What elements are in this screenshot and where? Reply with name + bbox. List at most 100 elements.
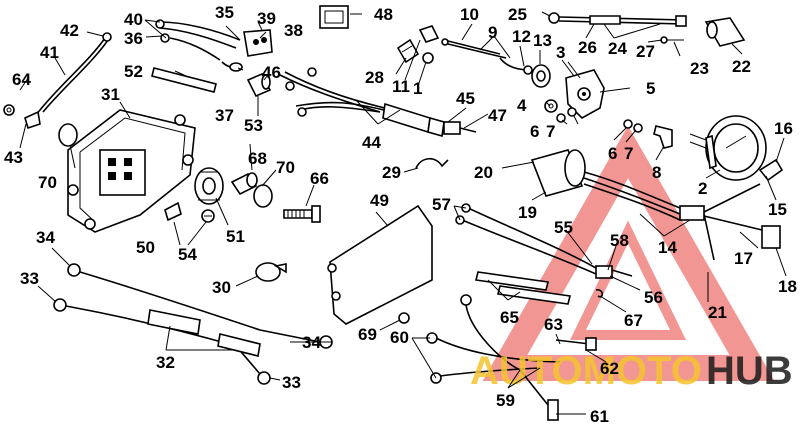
ground-strap <box>3 32 112 130</box>
callout-10: 10 <box>460 5 479 24</box>
clip-29 <box>415 157 449 169</box>
callout-34b: 34 <box>302 333 321 352</box>
connector-11 <box>418 25 440 43</box>
nut-4 <box>544 99 558 113</box>
callout-17: 17 <box>734 249 753 268</box>
callout-5: 5 <box>646 79 655 98</box>
washer-6b <box>623 119 633 129</box>
callout-6a: 6 <box>530 122 539 141</box>
callout-67: 67 <box>624 311 643 330</box>
grommet-13 <box>531 64 551 88</box>
bolt-66 <box>283 205 321 223</box>
callout-48: 48 <box>374 5 393 24</box>
callout-29: 29 <box>382 163 401 182</box>
callout-20: 20 <box>474 163 493 182</box>
callout-49: 49 <box>370 191 389 210</box>
callout-61: 61 <box>590 407 609 426</box>
relay-48 <box>319 5 349 29</box>
callout-50: 50 <box>136 238 155 257</box>
callout-36: 36 <box>124 29 143 48</box>
callout-34a: 34 <box>36 228 55 247</box>
gauge-2 <box>689 115 767 181</box>
callout-16: 16 <box>774 119 793 138</box>
callout-39: 39 <box>257 9 276 28</box>
callout-12: 12 <box>512 27 531 46</box>
callout-25: 25 <box>508 5 527 24</box>
grommet-left <box>58 123 78 147</box>
watermark-part2: HUB <box>706 349 793 393</box>
harness-35-40 <box>155 19 273 72</box>
callout-23: 23 <box>690 59 709 78</box>
clip-50 <box>164 201 182 222</box>
screw-1 <box>422 52 434 64</box>
callout-46: 46 <box>262 63 281 82</box>
rod-65a <box>475 271 549 291</box>
bracket-3-5 <box>565 69 605 119</box>
callout-8: 8 <box>652 163 661 182</box>
callout-41: 41 <box>40 43 59 62</box>
sender-19-20 <box>530 149 784 261</box>
fuse-connector-28 <box>396 38 420 64</box>
callout-21: 21 <box>708 303 727 322</box>
watermark-wordmark: AUTOMOTO HUB <box>470 349 793 393</box>
callout-7b: 7 <box>624 144 633 163</box>
callout-44: 44 <box>362 133 381 152</box>
callout-43: 43 <box>4 148 23 167</box>
plate-49 <box>327 204 433 325</box>
screw-54 <box>201 209 215 223</box>
callout-4: 4 <box>517 96 527 115</box>
callout-40: 40 <box>124 10 143 29</box>
callout-22: 22 <box>732 57 751 76</box>
callout-52: 52 <box>124 62 143 81</box>
sleeve-53 <box>246 72 272 98</box>
callout-38: 38 <box>284 21 303 40</box>
callout-11: 11 <box>392 77 410 96</box>
bracket-8 <box>653 125 673 149</box>
callout-33a: 33 <box>20 269 39 288</box>
callout-15: 15 <box>768 200 787 219</box>
callout-66: 66 <box>310 169 329 188</box>
grommet-51 <box>194 167 224 205</box>
callout-55: 55 <box>554 218 573 237</box>
grommet-right <box>253 184 273 208</box>
callout-13: 13 <box>533 31 552 50</box>
callout-58: 58 <box>610 231 629 250</box>
callout-26: 26 <box>578 38 597 57</box>
rod-52 <box>151 67 217 93</box>
callout-42: 42 <box>60 21 79 40</box>
callout-32: 32 <box>156 353 175 372</box>
knob-22 <box>704 17 746 47</box>
callout-3: 3 <box>556 43 565 62</box>
callout-57: 57 <box>432 195 451 214</box>
callout-53: 53 <box>244 116 263 135</box>
watermark-part1: AUTOMOTO <box>470 349 702 393</box>
callout-45: 45 <box>456 89 475 108</box>
callout-65: 65 <box>500 308 519 327</box>
callout-31: 31 <box>101 85 120 104</box>
callout-64: 64 <box>12 70 31 89</box>
harness-32-34 <box>53 263 333 385</box>
callout-59: 59 <box>496 391 515 410</box>
nut-7 <box>567 107 577 117</box>
callout-63: 63 <box>544 315 563 334</box>
watermark-logo <box>482 125 775 381</box>
sleeve-68 <box>230 172 258 196</box>
callout-69: 69 <box>358 325 377 344</box>
cable-24-27 <box>548 12 687 44</box>
callout-37: 37 <box>215 106 234 125</box>
callout-9: 9 <box>488 23 497 42</box>
callout-56: 56 <box>644 288 663 307</box>
callout-18: 18 <box>778 277 797 296</box>
callout-54: 54 <box>178 245 197 264</box>
callout-62: 62 <box>600 359 619 378</box>
callout-51: 51 <box>226 227 245 246</box>
callout-27: 27 <box>636 42 655 61</box>
screw-69 <box>398 312 410 324</box>
harness-44-47 <box>279 67 477 138</box>
callout-14: 14 <box>658 238 677 257</box>
callout-6b: 6 <box>608 144 617 163</box>
callout-30: 30 <box>212 278 231 297</box>
washer-6 <box>556 113 566 123</box>
callout-33b: 33 <box>282 373 301 392</box>
